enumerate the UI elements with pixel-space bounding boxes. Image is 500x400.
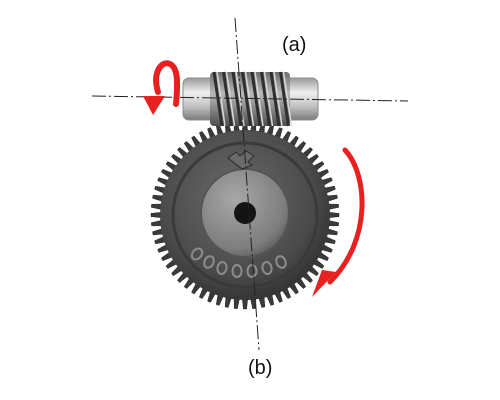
- worm-thread-highlight: [216, 71, 226, 127]
- curved-arrow-icon: [153, 60, 181, 107]
- worm-thread: [231, 71, 243, 127]
- wheel-rim: [171, 141, 319, 289]
- worm-threads: [212, 71, 293, 127]
- wheel-teeth: [150, 120, 340, 310]
- worm-thread-highlight: [282, 71, 293, 127]
- worm-thread: [279, 71, 290, 127]
- wheel-embossed-marks: [190, 247, 287, 278]
- worm-axis-label: (a): [282, 34, 307, 56]
- worm-rotation-arrow: [143, 60, 181, 115]
- worm-thread: [212, 71, 224, 127]
- worm-thread: [241, 71, 252, 127]
- arrow-head: [312, 270, 336, 297]
- worm-thread-highlight: [225, 71, 236, 127]
- worm-thread-highlight: [244, 71, 255, 127]
- wheel-axis-line: [234, 17, 260, 351]
- wheel-axis-label: (b): [248, 357, 273, 379]
- curved-arrow-icon: [327, 147, 365, 285]
- arrow-head: [143, 96, 165, 115]
- wheel-rotation-arrow: [312, 147, 365, 297]
- worm-thread: [222, 71, 233, 127]
- wheel-bore: [234, 202, 256, 224]
- worm-wheel-gear-icon: [150, 120, 340, 310]
- worm-thread-highlight: [235, 71, 245, 127]
- worm-thread: [260, 71, 271, 127]
